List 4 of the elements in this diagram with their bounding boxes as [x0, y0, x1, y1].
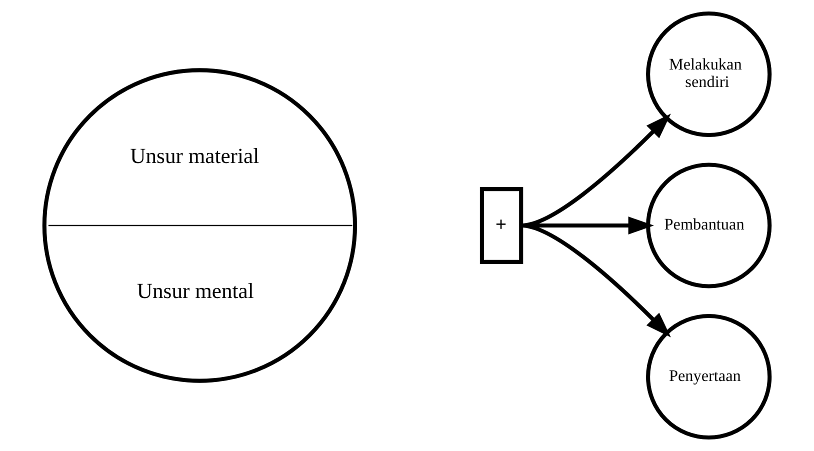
arrow — [520, 224, 671, 338]
node-box: + — [480, 187, 524, 264]
node-circle: Pembantuan — [646, 162, 772, 288]
node-circle: Unsur material Unsur mental — [42, 68, 358, 383]
